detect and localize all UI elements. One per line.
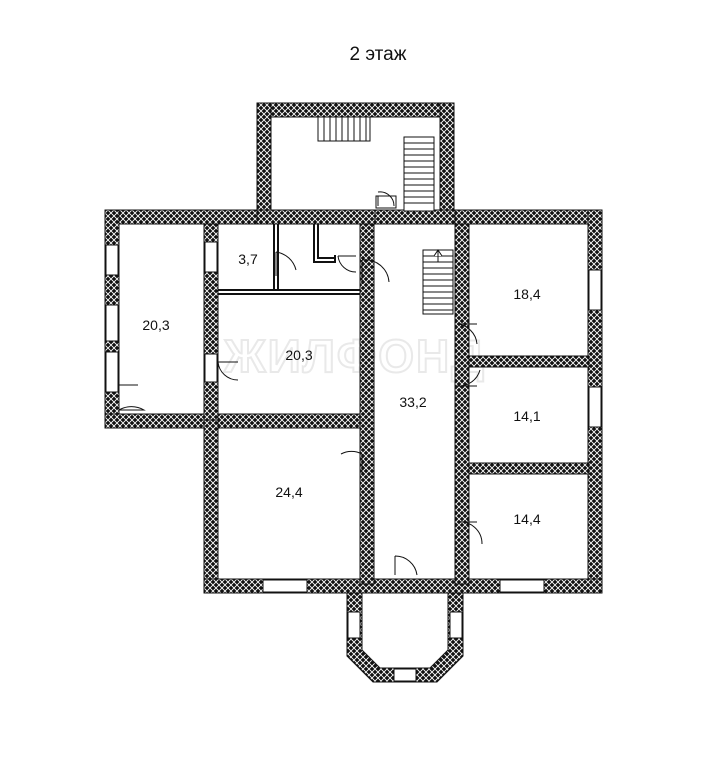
window — [204, 353, 218, 383]
window — [105, 304, 119, 342]
outer-walls — [104, 209, 603, 594]
door-swing — [456, 323, 478, 345]
door-swing — [377, 191, 395, 207]
window — [105, 244, 119, 276]
window — [393, 668, 417, 682]
room-area-top-right: 18,4 — [513, 286, 540, 302]
doors — [118, 191, 483, 576]
window — [499, 579, 545, 593]
stairs — [317, 116, 454, 315]
stair-hall-walls — [256, 102, 455, 216]
room-area-middle: 20,3 — [285, 347, 312, 363]
room-labels: 20,3 3,7 20,3 24,4 33,2 18,4 14,1 14,4 — [142, 251, 540, 527]
room-area-corridor: 33,2 — [399, 394, 426, 410]
watermark-text: ЖИЛФОНД — [223, 330, 486, 382]
room-area-left: 20,3 — [142, 317, 169, 333]
door-swing — [456, 521, 483, 545]
window — [262, 579, 308, 593]
window — [588, 386, 602, 428]
window — [588, 269, 602, 311]
windows — [105, 195, 602, 682]
room-area-bottom-right: 14,4 — [513, 511, 540, 527]
room-area-small: 3,7 — [238, 251, 258, 267]
stair-corridor — [422, 249, 454, 315]
interior-walls — [203, 223, 590, 585]
door-swing — [340, 450, 363, 474]
door-swing — [456, 369, 481, 387]
room-area-bottom-left: 24,4 — [275, 484, 302, 500]
stair-top-horizontal — [317, 116, 371, 142]
thin-partitions — [218, 224, 360, 295]
window — [449, 611, 463, 639]
door-swing — [118, 384, 146, 411]
window — [347, 611, 361, 639]
door-swing — [361, 259, 390, 284]
window — [105, 351, 119, 393]
door-swing — [217, 361, 239, 381]
walls — [104, 102, 603, 683]
door-swing — [275, 251, 297, 276]
bay-walls — [346, 592, 464, 683]
window — [204, 241, 218, 273]
stair-top-vertical — [403, 136, 435, 212]
door-swing — [337, 255, 357, 273]
floor-title: 2 этаж — [350, 44, 407, 65]
room-area-middle-right: 14,1 — [513, 408, 540, 424]
door-swing — [394, 555, 418, 576]
window — [375, 195, 397, 209]
